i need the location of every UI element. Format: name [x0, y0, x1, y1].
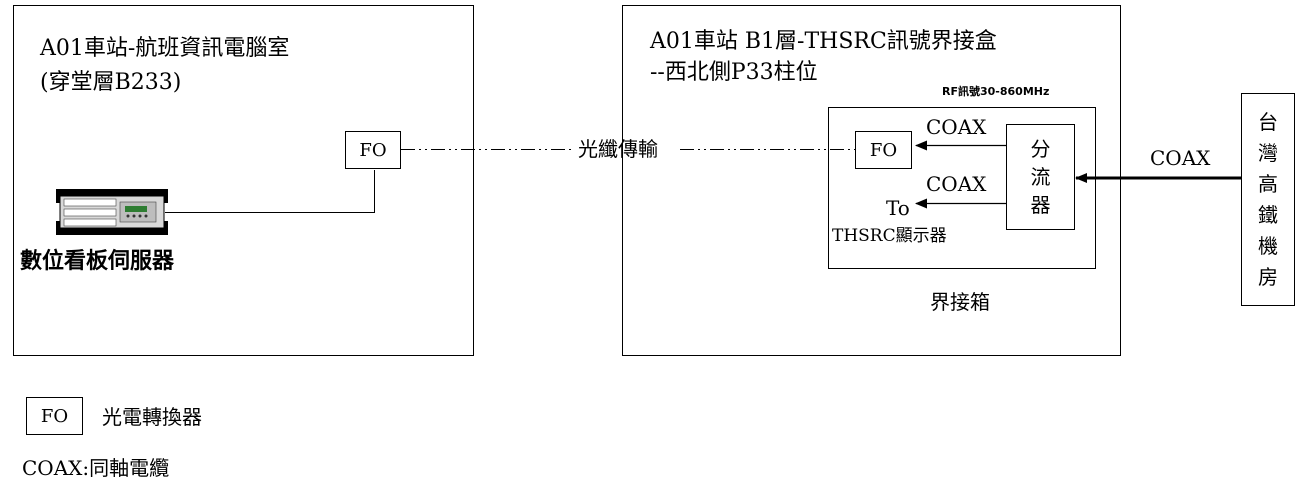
splitter-box: 分 流 器 — [1006, 124, 1075, 230]
hsr-char-4: 鐵 — [1258, 202, 1278, 227]
left-room-outline — [13, 5, 474, 356]
server-connection-line — [165, 170, 375, 213]
external-coax-label: COAX — [1150, 146, 1211, 170]
left-fo-converter: FO — [345, 131, 401, 169]
right-fo-converter: FO — [855, 131, 912, 169]
hsr-char-1: 台 — [1258, 109, 1278, 134]
coax-lower-label: COAX — [926, 172, 987, 196]
left-fo-label: FO — [359, 139, 387, 161]
right-fo-label: FO — [869, 139, 898, 161]
right-room-title: A01車站 B1層-THSRC訊號界接盒 — [650, 29, 997, 54]
legend-fo-label: FO — [40, 405, 69, 427]
junction-box-outline — [828, 107, 1096, 269]
coax-upper-label: COAX — [926, 115, 987, 139]
server-label: 數位看板伺服器 — [20, 249, 175, 274]
rf-signal-label: RF訊號30-860MHz — [942, 85, 1050, 98]
hsr-char-6: 房 — [1258, 264, 1278, 289]
fiber-transmission-label: 光纖傳輸 — [578, 137, 658, 161]
hsr-char-2: 灣 — [1258, 140, 1278, 165]
legend-coax-description: COAX:同軸電纜 — [22, 456, 170, 480]
left-room-title: A01車站-航班資訊電腦室 — [40, 36, 290, 61]
legend-fo-symbol: FO — [26, 397, 83, 435]
hsr-char-5: 機 — [1258, 233, 1278, 258]
hsr-equipment-room: 台 灣 高 鐵 機 房 — [1241, 93, 1295, 306]
right-room-outline — [622, 5, 1121, 356]
right-room-subtitle: --西北側P33柱位 — [650, 60, 818, 85]
hsr-char-3: 高 — [1258, 171, 1278, 196]
thsrc-display-label: THSRC顯示器 — [832, 226, 947, 246]
legend-fo-description: 光電轉換器 — [102, 405, 202, 429]
splitter-char-2: 流 — [1030, 165, 1051, 189]
to-label: To — [886, 196, 910, 220]
left-room-subtitle: (穿堂層B233) — [40, 70, 182, 95]
server-icon — [56, 189, 168, 235]
splitter-char-1: 分 — [1030, 137, 1051, 161]
junction-box-label: 界接箱 — [930, 290, 990, 314]
splitter-char-3: 器 — [1030, 193, 1051, 217]
